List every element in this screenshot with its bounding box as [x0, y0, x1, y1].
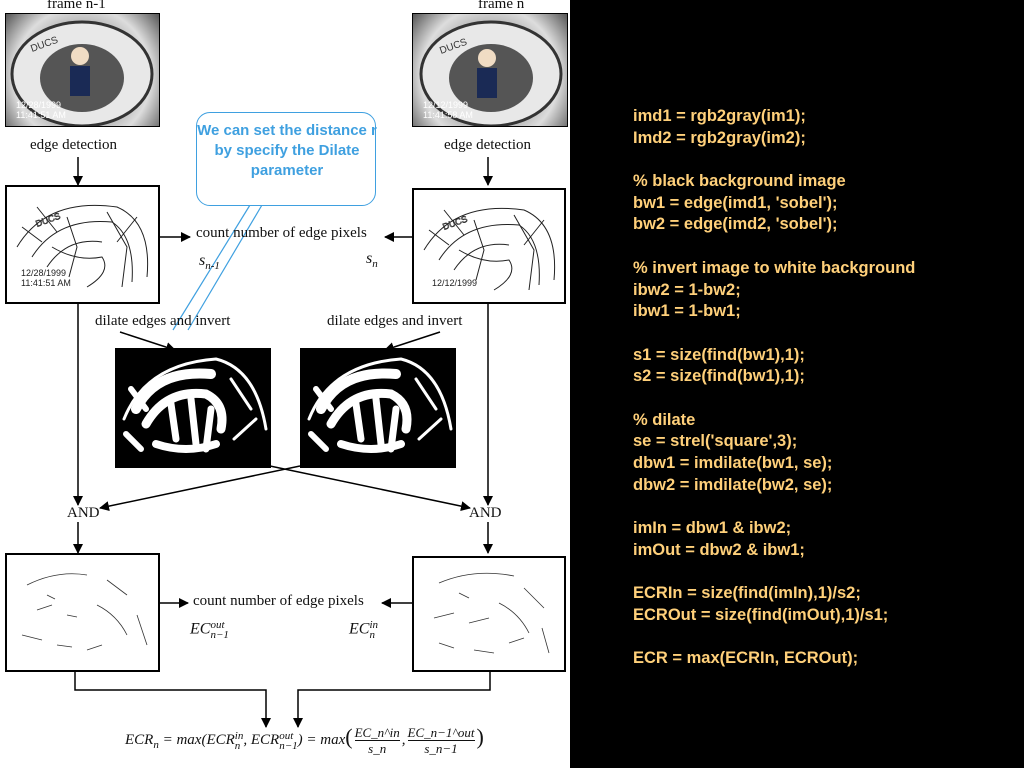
edge-detection-right-label: edge detection — [444, 137, 532, 153]
sparse-edge-map-icon — [433, 572, 550, 654]
edge-image-left: DUCS 12/28/1999 11:41:51 AM — [5, 185, 160, 304]
code-line — [633, 561, 915, 583]
code-line: dbw2 = imdilate(bw2, se); — [633, 475, 833, 494]
code-line — [633, 323, 915, 345]
code-line: dbw1 = imdilate(bw1, se); — [633, 454, 833, 472]
code-line: bw1 = edge(imd1, 'sobel'); — [633, 193, 838, 212]
frame-n-photo: DUCS 12/12/1999 11:41:58 AM — [412, 13, 568, 127]
edge-map-icon: DUCS — [423, 207, 556, 291]
photo-illustration-icon: DUCS — [419, 20, 563, 126]
s-n-variable: sn — [366, 250, 378, 271]
count-edge-pixels-bottom-label: count number of edge pixels — [193, 593, 364, 609]
dilate-parameter-callout: We can set the distance r by specify the… — [196, 112, 377, 206]
frame-n-1-label: frame n-1 — [47, 0, 106, 12]
dilate-right-label: dilate edges and invert — [327, 313, 463, 329]
diagram-panel: frame n-1 frame n DUCS 12/28/1999 11:41:… — [0, 0, 570, 768]
and-right-label: AND — [469, 505, 502, 521]
edge-detection-left-label: edge detection — [30, 137, 118, 153]
frame-n-timestamp: 12/12/1999 11:41:58 AM — [423, 100, 473, 120]
code-line: ibw1 = 1-bw1; — [633, 302, 741, 321]
code-line: Imd2 = rgb2gray(im2); — [633, 128, 806, 147]
sparse-edge-map-icon — [21, 573, 148, 651]
code-line: s2 = size(find(bw1),1); — [633, 367, 805, 386]
and-left-label: AND — [67, 505, 100, 521]
photo-illustration-icon: DUCS — [10, 20, 154, 126]
code-line: ECROut = size(find(imOut),1)/s1; — [633, 605, 889, 624]
edge-map-icon: DUCS — [16, 204, 149, 288]
count-edge-pixels-top-label: count number of edge pixels — [196, 225, 367, 241]
matlab-code-block: imd1 = rgb2gray(im1); Imd2 = rgb2gray(im2… — [633, 106, 915, 670]
frame-n-1-timestamp: 12/28/1999 11:41:51 AM — [16, 100, 66, 120]
dilated-image-left — [115, 348, 271, 468]
code-line: % invert image to white background — [633, 258, 916, 277]
code-line: ECR = max(ECRIn, ECROut); — [633, 649, 859, 668]
dilated-edge-map-icon — [122, 357, 268, 453]
code-line: imd1 = rgb2gray(im1); — [633, 107, 806, 125]
svg-text:DUCS: DUCS — [441, 214, 468, 232]
code-line: s1 = size(find(bw1),1); — [633, 345, 805, 364]
dilate-left-label: dilate edges and invert — [95, 313, 231, 329]
code-line: ibw2 = 1-bw2; — [633, 280, 741, 299]
edge-in-result-image — [5, 553, 160, 672]
code-line — [633, 388, 915, 410]
code-line: bw2 = edge(imd2, 'sobel'); — [633, 215, 838, 234]
s-n-1-variable: sn-1 — [199, 252, 220, 273]
frame-n-label: frame n — [478, 0, 525, 12]
code-line: imIn = dbw1 & ibw2; — [633, 519, 792, 538]
code-panel: imd1 = rgb2gray(im1); Imd2 = rgb2gray(im2… — [570, 0, 1024, 768]
code-line: % dilate — [633, 410, 696, 429]
code-line — [633, 149, 915, 171]
edge-image-right: DUCS 12/12/1999 — [412, 188, 566, 304]
code-line — [633, 236, 915, 258]
code-line: % black background image — [633, 172, 846, 191]
svg-text:DUCS: DUCS — [34, 211, 61, 229]
code-line — [633, 496, 915, 518]
dilated-edge-map-icon — [307, 357, 453, 453]
edge-out-result-image — [412, 556, 566, 672]
code-line: se = strel('square',3); — [633, 432, 798, 451]
code-line: ECRIn = size(find(imIn),1)/s2; — [633, 584, 861, 603]
callout-text: We can set the distance r by specify the… — [197, 122, 377, 179]
dilated-image-right — [300, 348, 456, 468]
code-line — [633, 627, 915, 649]
diagram-connectors — [73, 157, 493, 728]
code-line: imOut = dbw2 & ibw1; — [633, 540, 805, 559]
frame-n-1-photo: DUCS 12/28/1999 11:41:51 AM — [5, 13, 160, 127]
